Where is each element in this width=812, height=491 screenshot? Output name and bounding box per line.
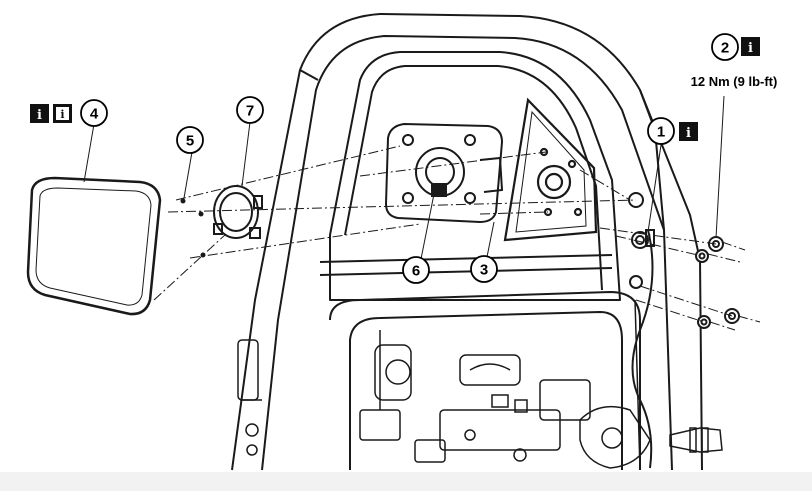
door-studs bbox=[628, 192, 655, 289]
callout-6-number: 6 bbox=[412, 263, 420, 280]
assembly-guide-lines bbox=[153, 145, 761, 331]
callout-5-number: 5 bbox=[186, 133, 194, 150]
torque-spec-label: 12 Nm (9 lb-ft) bbox=[691, 74, 778, 89]
callout-4-number: 4 bbox=[90, 106, 99, 123]
footer-band bbox=[0, 472, 812, 491]
mirror-housing bbox=[384, 122, 504, 224]
callout-7-number: 7 bbox=[246, 103, 254, 120]
info-icon-glyph: i bbox=[748, 41, 753, 56]
info-icon-glyph: i bbox=[686, 126, 691, 141]
nuts bbox=[695, 236, 740, 329]
door-inner-hardware bbox=[359, 229, 723, 471]
info-icon: i bbox=[30, 104, 49, 123]
callout-2-number: 2 bbox=[721, 40, 729, 57]
mirror-motor-ring bbox=[213, 185, 263, 239]
callout-4: 4 bbox=[80, 99, 108, 127]
info-icon-glyph: i bbox=[60, 108, 64, 121]
callout-1: 1 bbox=[647, 117, 675, 145]
info-icon-glyph: i bbox=[37, 108, 42, 123]
mirror-glass bbox=[26, 176, 162, 316]
screws bbox=[180, 198, 206, 258]
callout-6: 6 bbox=[402, 256, 430, 284]
callout-1-number: 1 bbox=[657, 124, 665, 141]
callout-3: 3 bbox=[470, 255, 498, 283]
callout-3-number: 3 bbox=[480, 262, 488, 279]
callout-2: 2 bbox=[711, 33, 739, 61]
info-icon: i bbox=[741, 37, 760, 56]
door-lower-detail bbox=[237, 339, 262, 456]
callout-5: 5 bbox=[176, 126, 204, 154]
callout-7: 7 bbox=[236, 96, 264, 124]
leader-lines bbox=[83, 95, 725, 265]
info-icon: i bbox=[679, 122, 698, 141]
mirror-base bbox=[503, 97, 598, 242]
info-icon-outlined: i bbox=[53, 104, 72, 123]
